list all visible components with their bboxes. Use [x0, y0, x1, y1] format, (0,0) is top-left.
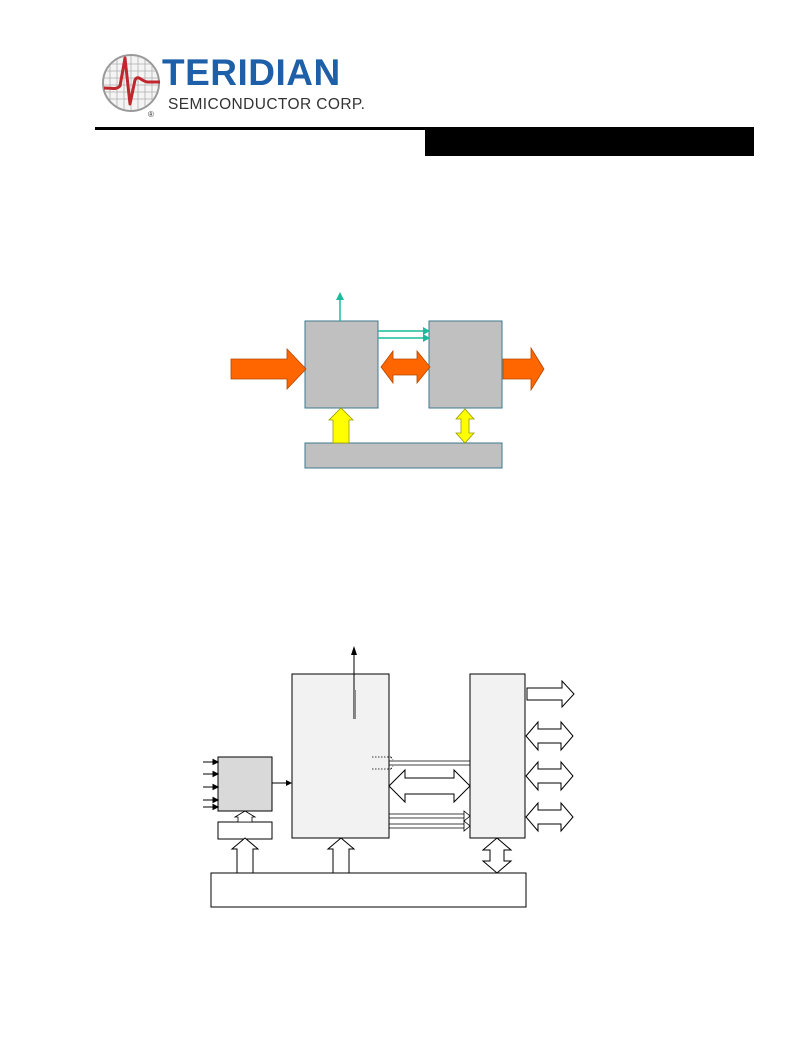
logo-tagline: SEMICONDUCTOR CORP.	[168, 96, 366, 113]
fig1-bus-bidirectional-arrow	[455, 408, 475, 444]
fig1-output-arrow	[502, 346, 545, 392]
fig2-bus-bidirectional-arrow	[481, 837, 513, 874]
logo-emblem-icon	[102, 54, 160, 112]
fig2-small-block	[217, 821, 273, 840]
fig2-bottom-right-arrows	[389, 810, 471, 832]
fig2-data-exchange-arrow	[388, 768, 471, 804]
fig1-input-arrow	[230, 347, 307, 391]
fig2-input-arrows	[203, 758, 220, 811]
fig2-bus-up-arrow-left	[230, 837, 260, 874]
company-logo: TERIDIAN SEMICONDUCTOR CORP. ®	[100, 52, 390, 122]
fig2-output-arrow-1	[526, 679, 575, 709]
logo-wordmark: TERIDIAN	[162, 52, 341, 93]
logo-registered-mark: ®	[148, 110, 154, 119]
fig2-bidirectional-arrow-4	[525, 801, 574, 833]
fig1-data-exchange-arrow	[380, 349, 431, 385]
fig2-bidirectional-arrow-3	[525, 760, 574, 792]
fig2-small-up-arrow	[233, 810, 257, 823]
fig2-bus-up-arrow-center	[326, 837, 356, 874]
fig1-bus-bar	[304, 442, 503, 469]
fig2-bus-bar	[210, 872, 527, 908]
header-rule	[95, 127, 754, 130]
fig2-center-block	[291, 673, 390, 839]
fig1-block-left	[304, 320, 379, 409]
fig2-input-block	[217, 756, 273, 812]
fig2-dotted-control-lines	[372, 756, 394, 770]
header-title-bar	[425, 130, 754, 156]
fig1-bus-up-arrow	[328, 407, 354, 444]
fig1-control-output-arrowhead	[336, 292, 344, 300]
fig2-bidirectional-arrow-2	[525, 720, 574, 752]
fig2-right-block	[469, 673, 526, 839]
fig1-block-right	[428, 320, 503, 409]
